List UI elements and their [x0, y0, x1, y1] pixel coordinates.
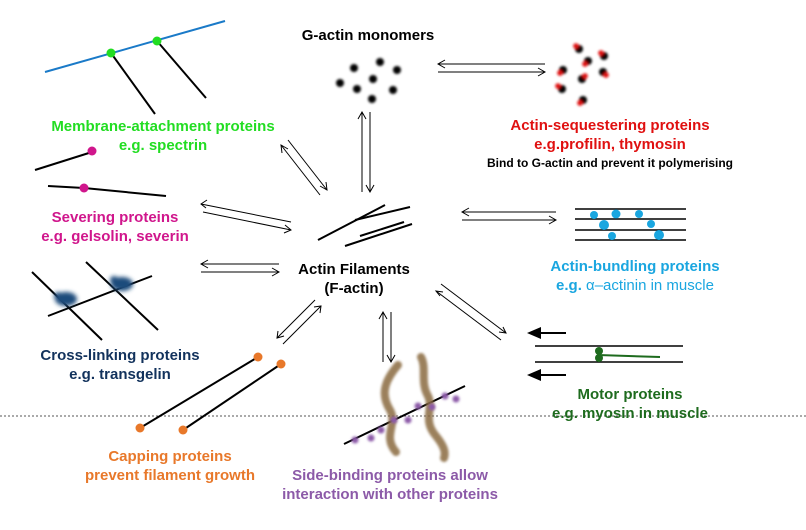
motor-title: Motor proteins — [577, 386, 683, 403]
center-line1: Actin Filaments — [298, 261, 410, 278]
severing-label: Severing proteins e.g. gelsolin, severin — [5, 208, 225, 246]
sidebinding-label: Side-binding proteins allow interaction … — [262, 466, 518, 504]
membrane-title: Membrane-attachment proteins — [51, 118, 275, 135]
equilibrium-arrows — [199, 59, 558, 364]
bundling-illustration — [575, 208, 686, 241]
gelsolin-dot — [87, 146, 97, 156]
sidebinding-example: interaction with other proteins — [282, 486, 498, 503]
sequestered-monomers — [555, 43, 609, 106]
capping-dot — [276, 359, 286, 369]
cross-linking-illustration — [31, 261, 159, 341]
capping-dot — [178, 425, 188, 435]
crosslinking-example: e.g. transgelin — [69, 366, 171, 383]
g-actin-monomers — [336, 58, 401, 103]
sequestering-label: Actin-sequestering proteins e.g.profilin… — [460, 116, 760, 171]
sequestering-example: e.g.profilin, thymosin — [534, 136, 686, 153]
sidebinding-title: Side-binding proteins allow — [292, 467, 488, 484]
capping-title: Capping proteins — [108, 448, 232, 465]
spectrin-dot — [152, 36, 162, 46]
bundling-label: Actin-bundling proteins e.g. α–actinin i… — [520, 257, 750, 295]
center-line2: (F-actin) — [324, 280, 384, 297]
crosslinking-title: Cross-linking proteins — [40, 347, 200, 364]
central-filaments — [317, 204, 413, 247]
membrane-example: e.g. spectrin — [118, 137, 208, 154]
gelsolin-dot — [79, 183, 89, 193]
monomers-title: G-actin monomers — [301, 27, 435, 44]
center-label: Actin Filaments (F-actin) — [286, 260, 422, 298]
myosin-head — [595, 354, 603, 362]
membrane-label: Membrane-attachment proteins e.g. spectr… — [18, 117, 308, 155]
motor-example: e.g. myosin in muscle — [552, 405, 708, 422]
capping-dot — [135, 423, 145, 433]
motor-label: Motor proteins e.g. myosin in muscle — [520, 385, 740, 423]
membrane-attachment-illustration — [44, 20, 226, 115]
severing-example: e.g. gelsolin, severin — [41, 228, 189, 245]
capping-dot — [253, 352, 263, 362]
sequestering-note: Bind to G-actin and prevent it polymeris… — [486, 156, 734, 170]
capping-illustration — [135, 352, 286, 435]
capping-label: Capping proteins prevent filament growth — [70, 447, 270, 485]
bundling-title: Actin-bundling proteins — [550, 258, 720, 275]
myosin-head — [595, 347, 603, 355]
sequestering-title: Actin-sequestering proteins — [510, 117, 710, 134]
severing-title: Severing proteins — [51, 209, 179, 226]
spectrin-dot — [106, 48, 116, 58]
crosslinking-label: Cross-linking proteins e.g. transgelin — [10, 346, 230, 384]
capping-example: prevent filament growth — [84, 467, 256, 484]
motor-illustration — [527, 327, 683, 381]
bundling-example: e.g. α–actinin in muscle — [556, 277, 714, 294]
membrane-line — [44, 20, 226, 73]
severing-illustration — [34, 146, 167, 197]
side-binding-illustration — [343, 353, 466, 462]
alpha-symbol: α — [586, 277, 595, 294]
